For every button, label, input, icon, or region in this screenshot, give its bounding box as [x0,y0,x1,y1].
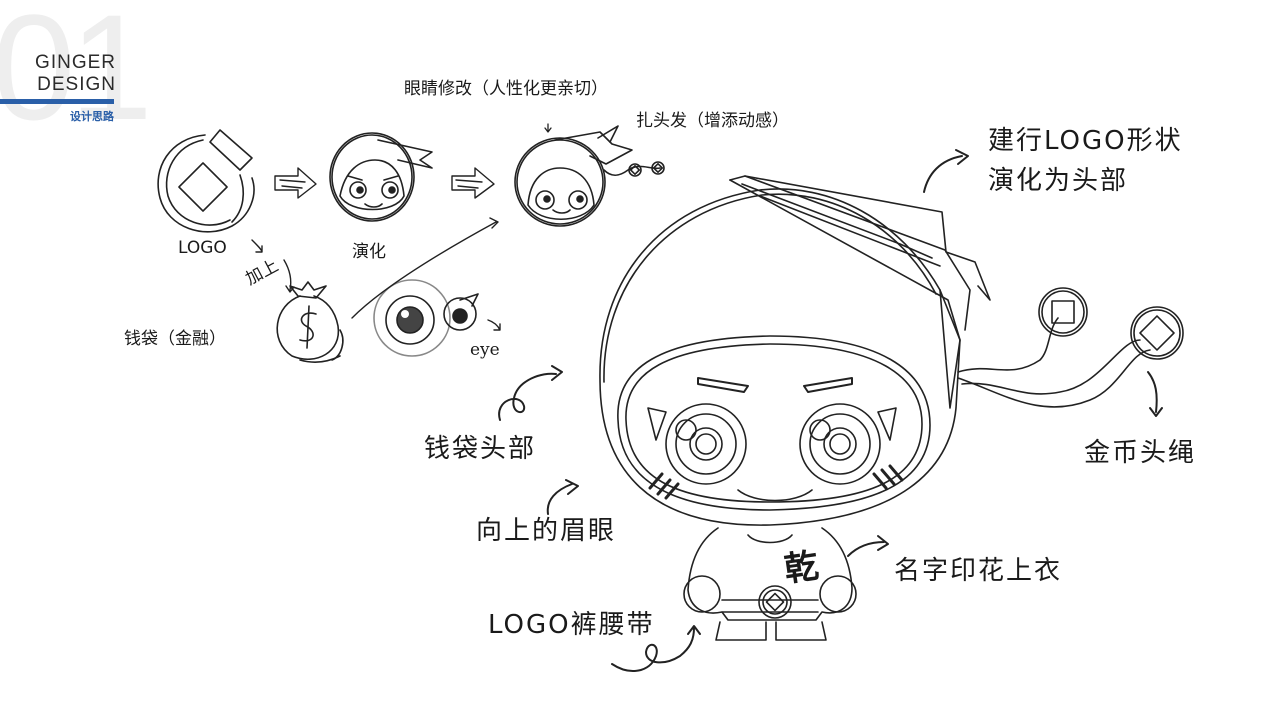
label-money-bag: 钱袋（金融） [124,329,226,349]
shirt-print-text: 乾 [781,545,822,591]
process-arrow-icon [274,167,317,199]
brand-title: GINGER DESIGN [22,52,116,96]
evolved-head-sketch [329,132,433,222]
label-head-shape: 建行LOGO形状 [988,126,1183,156]
label-logo: LOGO [178,238,227,258]
money-bag-sketch [276,281,344,363]
label-evolve: 演化 [352,242,386,262]
brand-accent-bar [0,99,114,104]
label-bag-head: 钱袋头部 [424,434,537,464]
label-coin-rope: 金币头绳 [1084,438,1197,468]
label-head-shape-2: 演化为头部 [988,166,1129,196]
label-eye-edit: 眼睛修改（人性化更亲切） [404,79,608,99]
process-arrow-icon [451,167,495,199]
brand-subtitle: 设计思路 [70,110,114,123]
brand-line-2: DESIGN [37,74,116,95]
label-eye: eye [470,340,500,360]
main-character-sketch [599,175,1184,641]
brand-line-1: GINGER [35,52,116,73]
section-number: 01 [0,0,153,151]
refined-head-sketch [514,123,665,227]
label-belt: LOGO裤腰带 [488,610,655,640]
logo-sketch-icon [157,129,255,233]
label-eyebrows: 向上的眉眼 [476,516,617,546]
label-shirt: 名字印花上衣 [894,556,1063,586]
eye-sketch [351,217,501,357]
label-hair-tie: 扎头发（增添动感） [636,111,789,131]
